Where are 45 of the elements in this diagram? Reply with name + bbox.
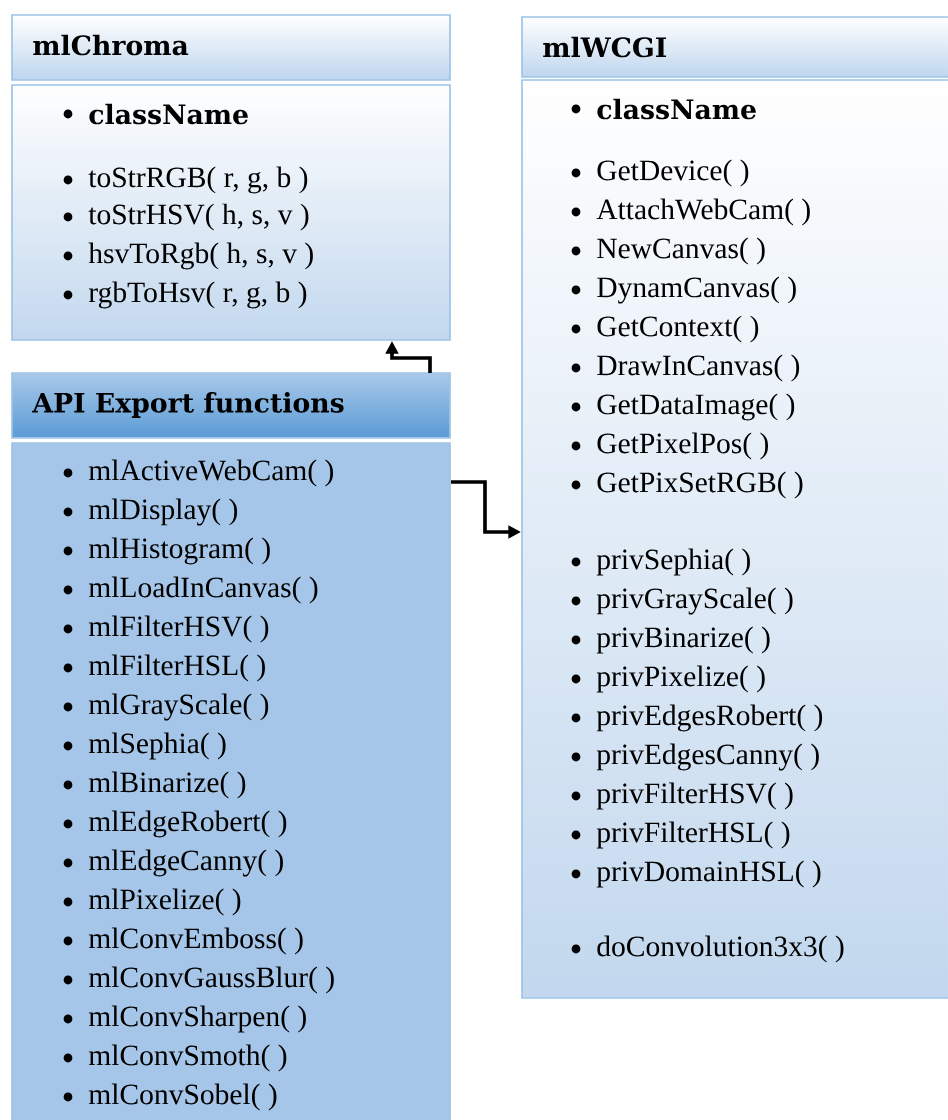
list-item: privSephia( ) [571, 548, 750, 576]
list-item: mlFilterHSL( ) [63, 654, 265, 682]
list-item: mlConvSharpen( ) [63, 1005, 306, 1033]
list-item: mlFilterHSV( ) [63, 615, 269, 643]
list-item: AttachWebCam( ) [571, 198, 810, 226]
list-item: mlHistogram( ) [63, 537, 270, 565]
list-item: mlConvSobel( ) [63, 1083, 277, 1111]
list-item: GetContext( ) [571, 315, 759, 343]
list-item: doConvolution3x3( ) [571, 935, 844, 963]
list-item: mlPixelize( ) [63, 888, 241, 916]
list-item: mlActiveWebCam( ) [63, 459, 333, 487]
list-item: mlSephia( ) [63, 732, 226, 760]
list-item: mlLoadInCanvas( ) [63, 576, 318, 604]
list-item: privFilterHSV( ) [571, 782, 793, 810]
list-item: toStrHSV( h, s, v ) [63, 203, 309, 231]
list-item: DrawInCanvas( ) [571, 354, 800, 382]
list-item: mlBinarize( ) [63, 771, 246, 799]
list-item: GetPixelPos( ) [571, 432, 768, 460]
header-bar: mlChroma [11, 14, 451, 81]
header-bar: mlWCGI [521, 16, 948, 78]
list-item: mlDisplay( ) [63, 498, 238, 526]
list-item: GetPixSetRGB( ) [571, 471, 803, 499]
header-bar: API Export functions [11, 372, 451, 439]
list-item: privGrayScale( ) [571, 587, 793, 615]
list-item: hsvToRgb( h, s, v ) [63, 242, 313, 270]
list-item: rgbToHsv( r, g, b ) [63, 281, 307, 309]
list-item: mlConvEmboss( ) [63, 927, 303, 955]
list-item: privDomainHSL( ) [571, 860, 821, 888]
list-item: privEdgesRobert( ) [571, 704, 823, 732]
list-item: mlGrayScale( ) [63, 693, 269, 721]
list-item: privEdgesCanny( ) [571, 743, 819, 771]
list-item: mlEdgeCanny( ) [63, 849, 283, 877]
list-item: className [63, 103, 248, 125]
list-item: privFilterHSL( ) [571, 821, 790, 849]
list-item: GetDevice( ) [571, 159, 749, 187]
list-item: privBinarize( ) [571, 626, 770, 654]
list-item: NewCanvas( ) [571, 237, 765, 265]
list-item: mlConvSmoth( ) [63, 1044, 287, 1072]
list-item: className [571, 98, 756, 120]
list-item: DynamCanvas( ) [571, 276, 796, 304]
list-item: mlConvGaussBlur( ) [63, 966, 334, 994]
list-item: mlEdgeRobert( ) [63, 810, 287, 838]
list-item: toStrRGB( r, g, b ) [63, 166, 308, 194]
list-item: privPixelize( ) [571, 665, 765, 693]
list-item: GetDataImage( ) [571, 393, 795, 421]
